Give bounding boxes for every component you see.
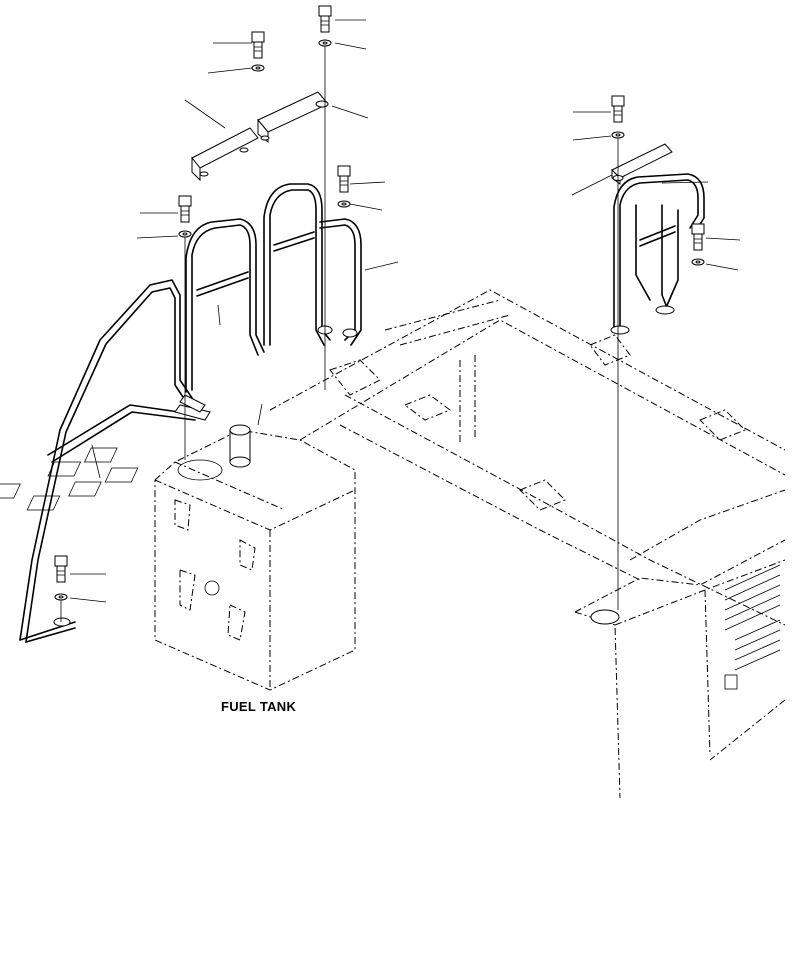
- bolt-upper-left: [251, 31, 265, 59]
- fuel-filler-cap: [229, 424, 251, 468]
- washer-top-center: [318, 39, 332, 47]
- fuel-tank-label: FUEL TANK: [221, 699, 296, 714]
- washer-right-top: [611, 131, 625, 139]
- washer-upper-left: [251, 64, 265, 72]
- bolt-middle: [337, 165, 351, 193]
- right-handrail: [610, 173, 705, 335]
- bolt-right-side: [691, 223, 705, 251]
- washer-left: [178, 230, 192, 238]
- right-hood-panel: [574, 539, 786, 799]
- fuel-tank: [0, 424, 356, 691]
- washer-right-side: [691, 258, 705, 266]
- front-handrail-2: [263, 183, 362, 346]
- callout-leader-lines: [69, 19, 741, 603]
- bolt-left: [178, 195, 192, 223]
- angle-bracket-right: [257, 91, 329, 144]
- assembly-centerlines: [60, 46, 619, 622]
- front-handrail-1: [179, 218, 265, 413]
- upper-revolving-frame: [269, 289, 786, 626]
- washer-lower-left: [54, 593, 68, 601]
- bolt-lower-left: [54, 555, 68, 583]
- hood-vent-grille: [724, 564, 781, 671]
- bolt-top-center: [318, 5, 332, 33]
- angle-bracket-right-side: [611, 143, 673, 185]
- washer-middle: [337, 200, 351, 208]
- left-side-handrail: [19, 279, 211, 643]
- tank-top-pads: [0, 447, 139, 511]
- angle-bracket-left: [191, 127, 259, 182]
- bolt-right-top: [611, 95, 625, 123]
